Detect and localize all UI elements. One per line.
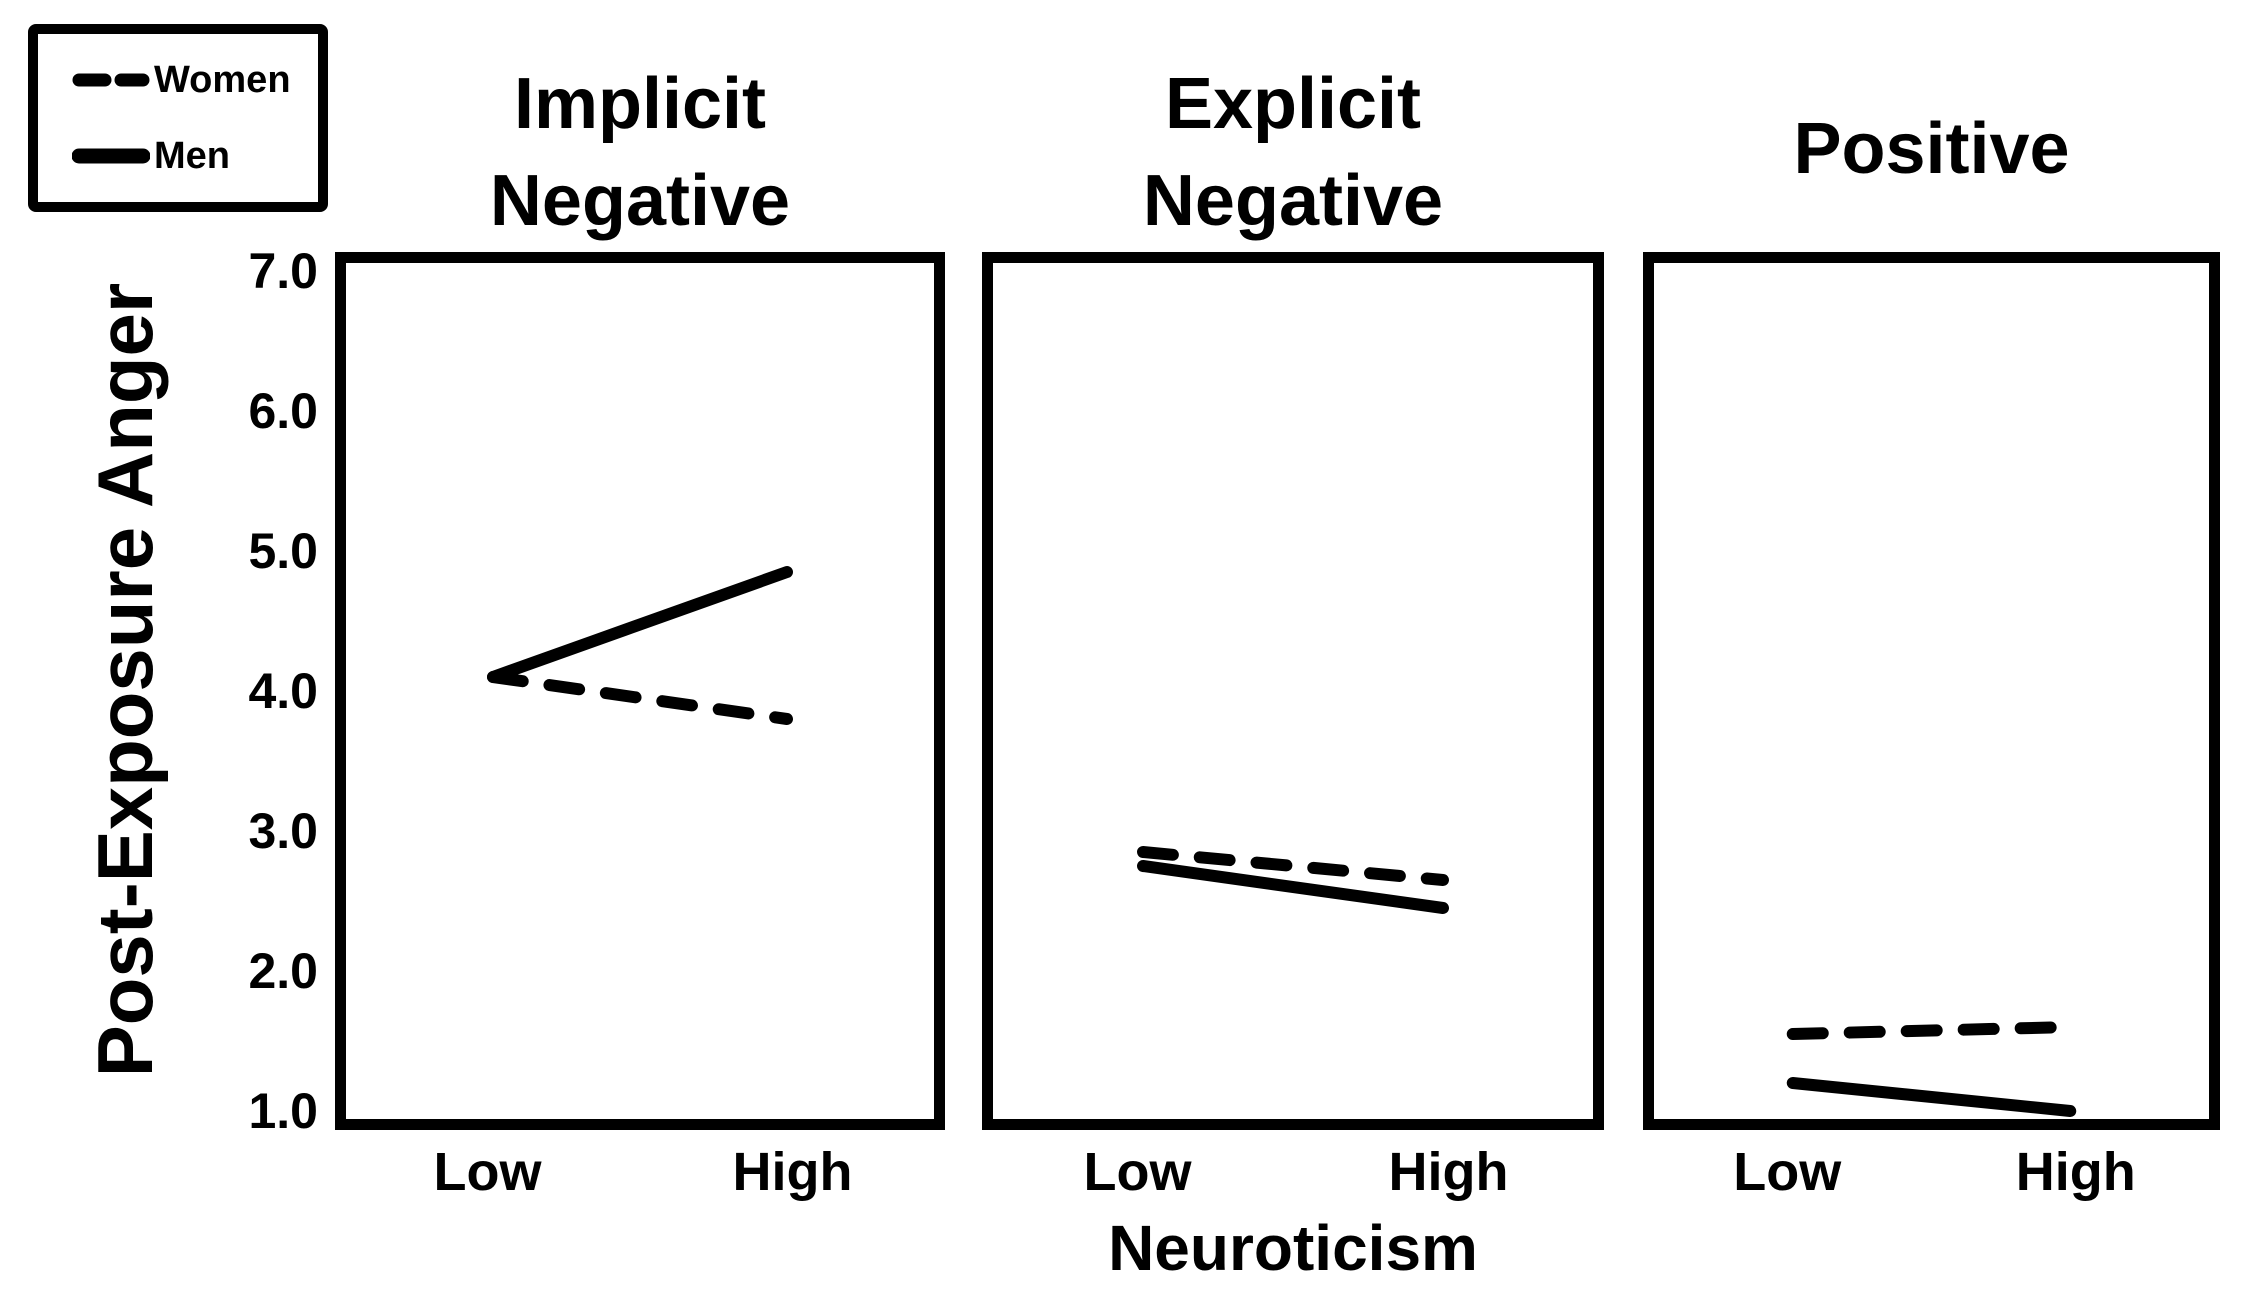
plot-area <box>982 252 1604 1130</box>
y-tick-label: 3.0 <box>248 803 318 859</box>
legend-label-women: Women <box>154 59 291 101</box>
data-line-women <box>1786 1021 2077 1040</box>
x-tick-row: Low High <box>335 1140 945 1204</box>
y-tick-label: 4.0 <box>248 663 318 719</box>
data-line-men <box>1137 860 1449 914</box>
y-tick-label: 1.0 <box>248 1083 318 1139</box>
x-tick-label-high: High <box>732 1142 853 1202</box>
x-tick-row: Low High <box>1643 1140 2220 1204</box>
x-axis-title: Neuroticism <box>1108 1212 1478 1284</box>
y-tick-label: 2.0 <box>248 943 318 999</box>
x-tick-label-low: Low <box>1733 1142 1842 1202</box>
legend-item-men: Men <box>72 137 318 175</box>
x-tick-label-high: High <box>2015 1142 2136 1202</box>
data-line-women <box>1137 846 1449 886</box>
legend-label-men: Men <box>154 135 230 177</box>
data-line-men <box>487 566 793 683</box>
x-tick-label-high: High <box>1388 1142 1509 1202</box>
data-line-men <box>1786 1077 2077 1117</box>
y-tick-label: 7.0 <box>248 243 318 299</box>
x-tick-label-low: Low <box>1083 1142 1192 1202</box>
y-tick-label: 5.0 <box>248 523 318 579</box>
y-tick-label: 6.0 <box>248 383 318 439</box>
plot-area <box>1643 252 2220 1130</box>
legend: Women Men <box>28 24 328 212</box>
chart-svg <box>487 566 793 725</box>
dashed-line-sample-icon <box>72 73 150 87</box>
legend-item-women: Women <box>72 61 318 99</box>
chart-svg <box>1137 846 1449 914</box>
chart-svg <box>1786 1021 2077 1117</box>
panel-title: Implicit Negative <box>489 64 791 241</box>
plot-area <box>335 252 945 1130</box>
panel-implicit-negative: Implicit Negative Low High <box>335 0 945 1306</box>
panel-explicit-negative: Explicit Negative Low High <box>982 0 1604 1306</box>
data-line-women <box>487 671 793 725</box>
x-tick-row: Low High <box>982 1140 1604 1204</box>
solid-line-sample-icon <box>72 148 150 164</box>
panel-title: Explicit Negative <box>1142 64 1444 241</box>
x-tick-label-low: Low <box>433 1142 542 1202</box>
y-tick-labels: 7.0 6.0 5.0 4.0 3.0 2.0 1.0 <box>0 0 318 1306</box>
panel-positive: Positive Low High <box>1643 0 2220 1306</box>
panel-title: Positive <box>1793 109 2070 189</box>
